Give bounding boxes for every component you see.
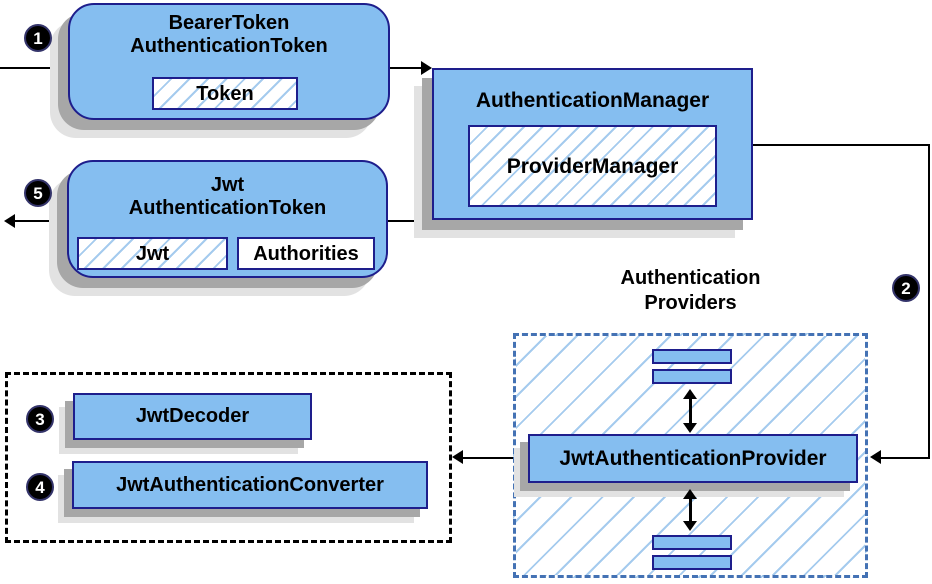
bearer-token-title-line2: AuthenticationToken	[130, 35, 328, 57]
arrow-head-into-provider-icon	[870, 450, 881, 464]
step-1-number: 1	[33, 28, 43, 48]
flow-line-bearer-to-manager	[390, 67, 422, 69]
token-chip-label: Token	[196, 82, 254, 105]
step-4-badge: 4	[26, 473, 54, 501]
step-3-number: 3	[35, 409, 45, 429]
step-2-badge: 2	[892, 274, 920, 302]
step-4-number: 4	[35, 477, 45, 497]
authorities-chip-label: Authorities	[253, 242, 359, 265]
bearer-token-title-line1: BearerToken	[168, 12, 290, 34]
double-arrow-bottom-up-tip	[683, 489, 697, 499]
jwt-decoder-box: JwtDecoder	[73, 393, 312, 440]
token-chip: Token	[152, 77, 298, 110]
jwt-authentication-converter-box: JwtAuthenticationConverter	[72, 461, 428, 509]
double-arrow-bottom-icon	[683, 489, 697, 531]
jwt-authentication-token-box: Jwt AuthenticationToken Jwt Authorities	[67, 160, 388, 278]
step-5-badge: 5	[24, 179, 52, 207]
provider-stub-bar-3	[652, 535, 732, 550]
flow-line-right-vertical	[928, 144, 930, 459]
double-arrow-top-up-tip	[683, 389, 697, 399]
jwt-authentication-provider-label: JwtAuthenticationProvider	[559, 446, 827, 470]
authentication-providers-region: JwtAuthenticationProvider	[513, 333, 868, 578]
double-arrow-bottom-shaft	[688, 496, 692, 524]
double-arrow-bottom-down-tip	[683, 521, 697, 531]
step-1-badge: 1	[24, 24, 52, 52]
providers-label-line1: Authentication	[620, 267, 761, 289]
provider-manager-label: ProviderManager	[506, 154, 679, 178]
provider-stub-bar-1	[652, 349, 732, 364]
step-3-badge: 3	[26, 405, 54, 433]
arrow-head-into-manager-icon	[421, 61, 432, 75]
flow-line-manager-to-jwt-token	[388, 220, 432, 222]
authorities-chip: Authorities	[237, 237, 375, 270]
jwt-chip: Jwt	[77, 237, 228, 270]
double-arrow-top-icon	[683, 389, 697, 433]
step-5-number: 5	[33, 183, 43, 203]
bearer-token-box-title: BearerToken AuthenticationToken	[70, 5, 388, 58]
authentication-providers-label: Authentication Providers	[513, 266, 868, 316]
bearer-token-authentication-token-box: BearerToken AuthenticationToken Token	[68, 3, 390, 120]
double-arrow-top-down-tip	[683, 423, 697, 433]
provider-stub-bar-2	[652, 369, 732, 384]
flow-line-response-out	[15, 220, 67, 222]
provider-manager-chip: ProviderManager	[468, 125, 717, 207]
flow-line-request-in	[0, 67, 68, 69]
arrow-head-into-resolvers-icon	[452, 450, 463, 464]
authentication-manager-title: AuthenticationManager	[475, 89, 710, 112]
providers-label-line2: Providers	[644, 292, 737, 314]
arrow-head-response-out-icon	[4, 214, 15, 228]
jwt-token-title-line2: AuthenticationToken	[128, 197, 327, 219]
flow-line-manager-right	[753, 144, 930, 146]
jwt-decoder-label: JwtDecoder	[135, 405, 250, 427]
flow-line-provider-to-resolvers	[463, 457, 514, 459]
jwt-authentication-converter-label: JwtAuthenticationConverter	[116, 473, 384, 496]
jwt-authentication-provider-box: JwtAuthenticationProvider	[528, 434, 858, 483]
double-arrow-top-shaft	[688, 396, 692, 426]
jwt-resolver-region: JwtDecoder JwtAuthenticationConverter	[5, 372, 452, 543]
flow-line-into-provider	[881, 457, 930, 459]
authentication-manager-box: AuthenticationManager ProviderManager	[432, 68, 753, 220]
provider-stub-bar-4	[652, 555, 732, 570]
jwt-token-title-line1: Jwt	[210, 174, 245, 196]
step-2-number: 2	[901, 278, 911, 298]
jwt-chip-label: Jwt	[135, 242, 170, 265]
jwt-token-box-title: Jwt AuthenticationToken	[69, 162, 386, 220]
